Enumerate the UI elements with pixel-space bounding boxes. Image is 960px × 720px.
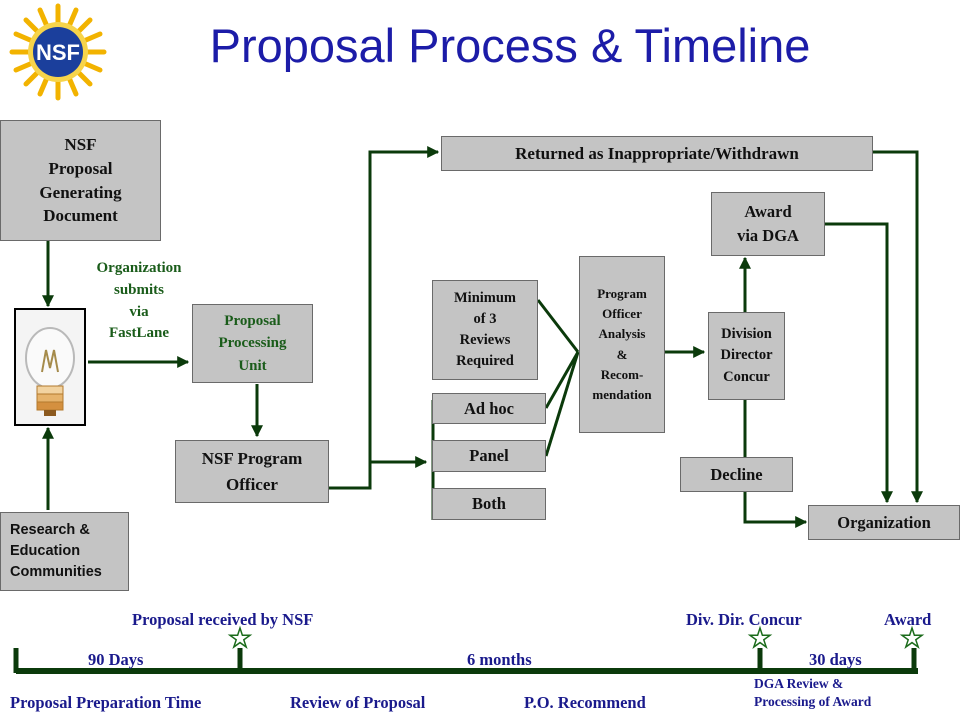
adhoc-box: Ad hoc bbox=[432, 393, 546, 424]
star-received-icon bbox=[227, 625, 253, 649]
timeline-award: Award bbox=[884, 610, 932, 629]
arrow-award-to-organization bbox=[825, 222, 893, 504]
timeline-dga-review: DGA Review & Processing of Award bbox=[754, 676, 872, 710]
program-officer-analysis-box: Program Officer Analysis & Recom- mendat… bbox=[579, 256, 665, 433]
star-award-icon bbox=[899, 625, 925, 649]
research-education-box: Research & Education Communities bbox=[0, 512, 129, 591]
line-minimum-to-po bbox=[536, 299, 580, 353]
timeline-bar bbox=[13, 648, 918, 674]
timeline-review-of-proposal: Review of Proposal bbox=[290, 693, 426, 712]
division-director-concur-box: Division Director Concur bbox=[708, 312, 785, 400]
arrow-po-to-returned bbox=[329, 146, 440, 490]
nsf-logo: NSF bbox=[9, 3, 107, 101]
arrow-returned-to-organization bbox=[873, 150, 923, 504]
decline-box: Decline bbox=[680, 457, 793, 492]
timeline-po-recommend: P.O. Recommend bbox=[524, 693, 646, 712]
timeline-6-months: 6 months bbox=[467, 650, 532, 669]
organization-box: Organization bbox=[808, 505, 960, 540]
both-box: Both bbox=[432, 488, 546, 520]
timeline-30-days: 30 days bbox=[809, 650, 862, 669]
lightbulb-icon bbox=[14, 308, 86, 426]
logo-text: NSF bbox=[36, 40, 80, 65]
timeline-90-days: 90 Days bbox=[88, 650, 144, 669]
returned-withdrawn-box: Returned as Inappropriate/Withdrawn bbox=[441, 136, 873, 171]
arrow-decline-to-organization bbox=[743, 492, 808, 528]
panel-box: Panel bbox=[432, 440, 546, 472]
line-panel-to-po bbox=[544, 351, 580, 457]
timeline-preparation-time: Proposal Preparation Time bbox=[10, 693, 202, 712]
nsf-program-officer-box: NSF Program Officer bbox=[175, 440, 329, 503]
submits-via-fastlane-label: Organization submits via FastLane bbox=[96, 260, 182, 342]
line-adhoc-to-po bbox=[544, 351, 580, 409]
star-divdir-icon bbox=[747, 625, 773, 649]
nsf-proposal-document-box: NSF Proposal Generating Document bbox=[0, 120, 161, 241]
minimum-reviews-box: Minimum of 3 Reviews Required bbox=[432, 280, 538, 380]
award-via-dga-box: Award via DGA bbox=[711, 192, 825, 256]
page-title: Proposal Process & Timeline bbox=[209, 19, 811, 72]
timeline-proposal-received: Proposal received by NSF bbox=[132, 610, 314, 629]
proposal-processing-unit-box: Proposal Processing Unit bbox=[192, 304, 313, 383]
timeline-div-dir-concur: Div. Dir. Concur bbox=[686, 610, 802, 629]
